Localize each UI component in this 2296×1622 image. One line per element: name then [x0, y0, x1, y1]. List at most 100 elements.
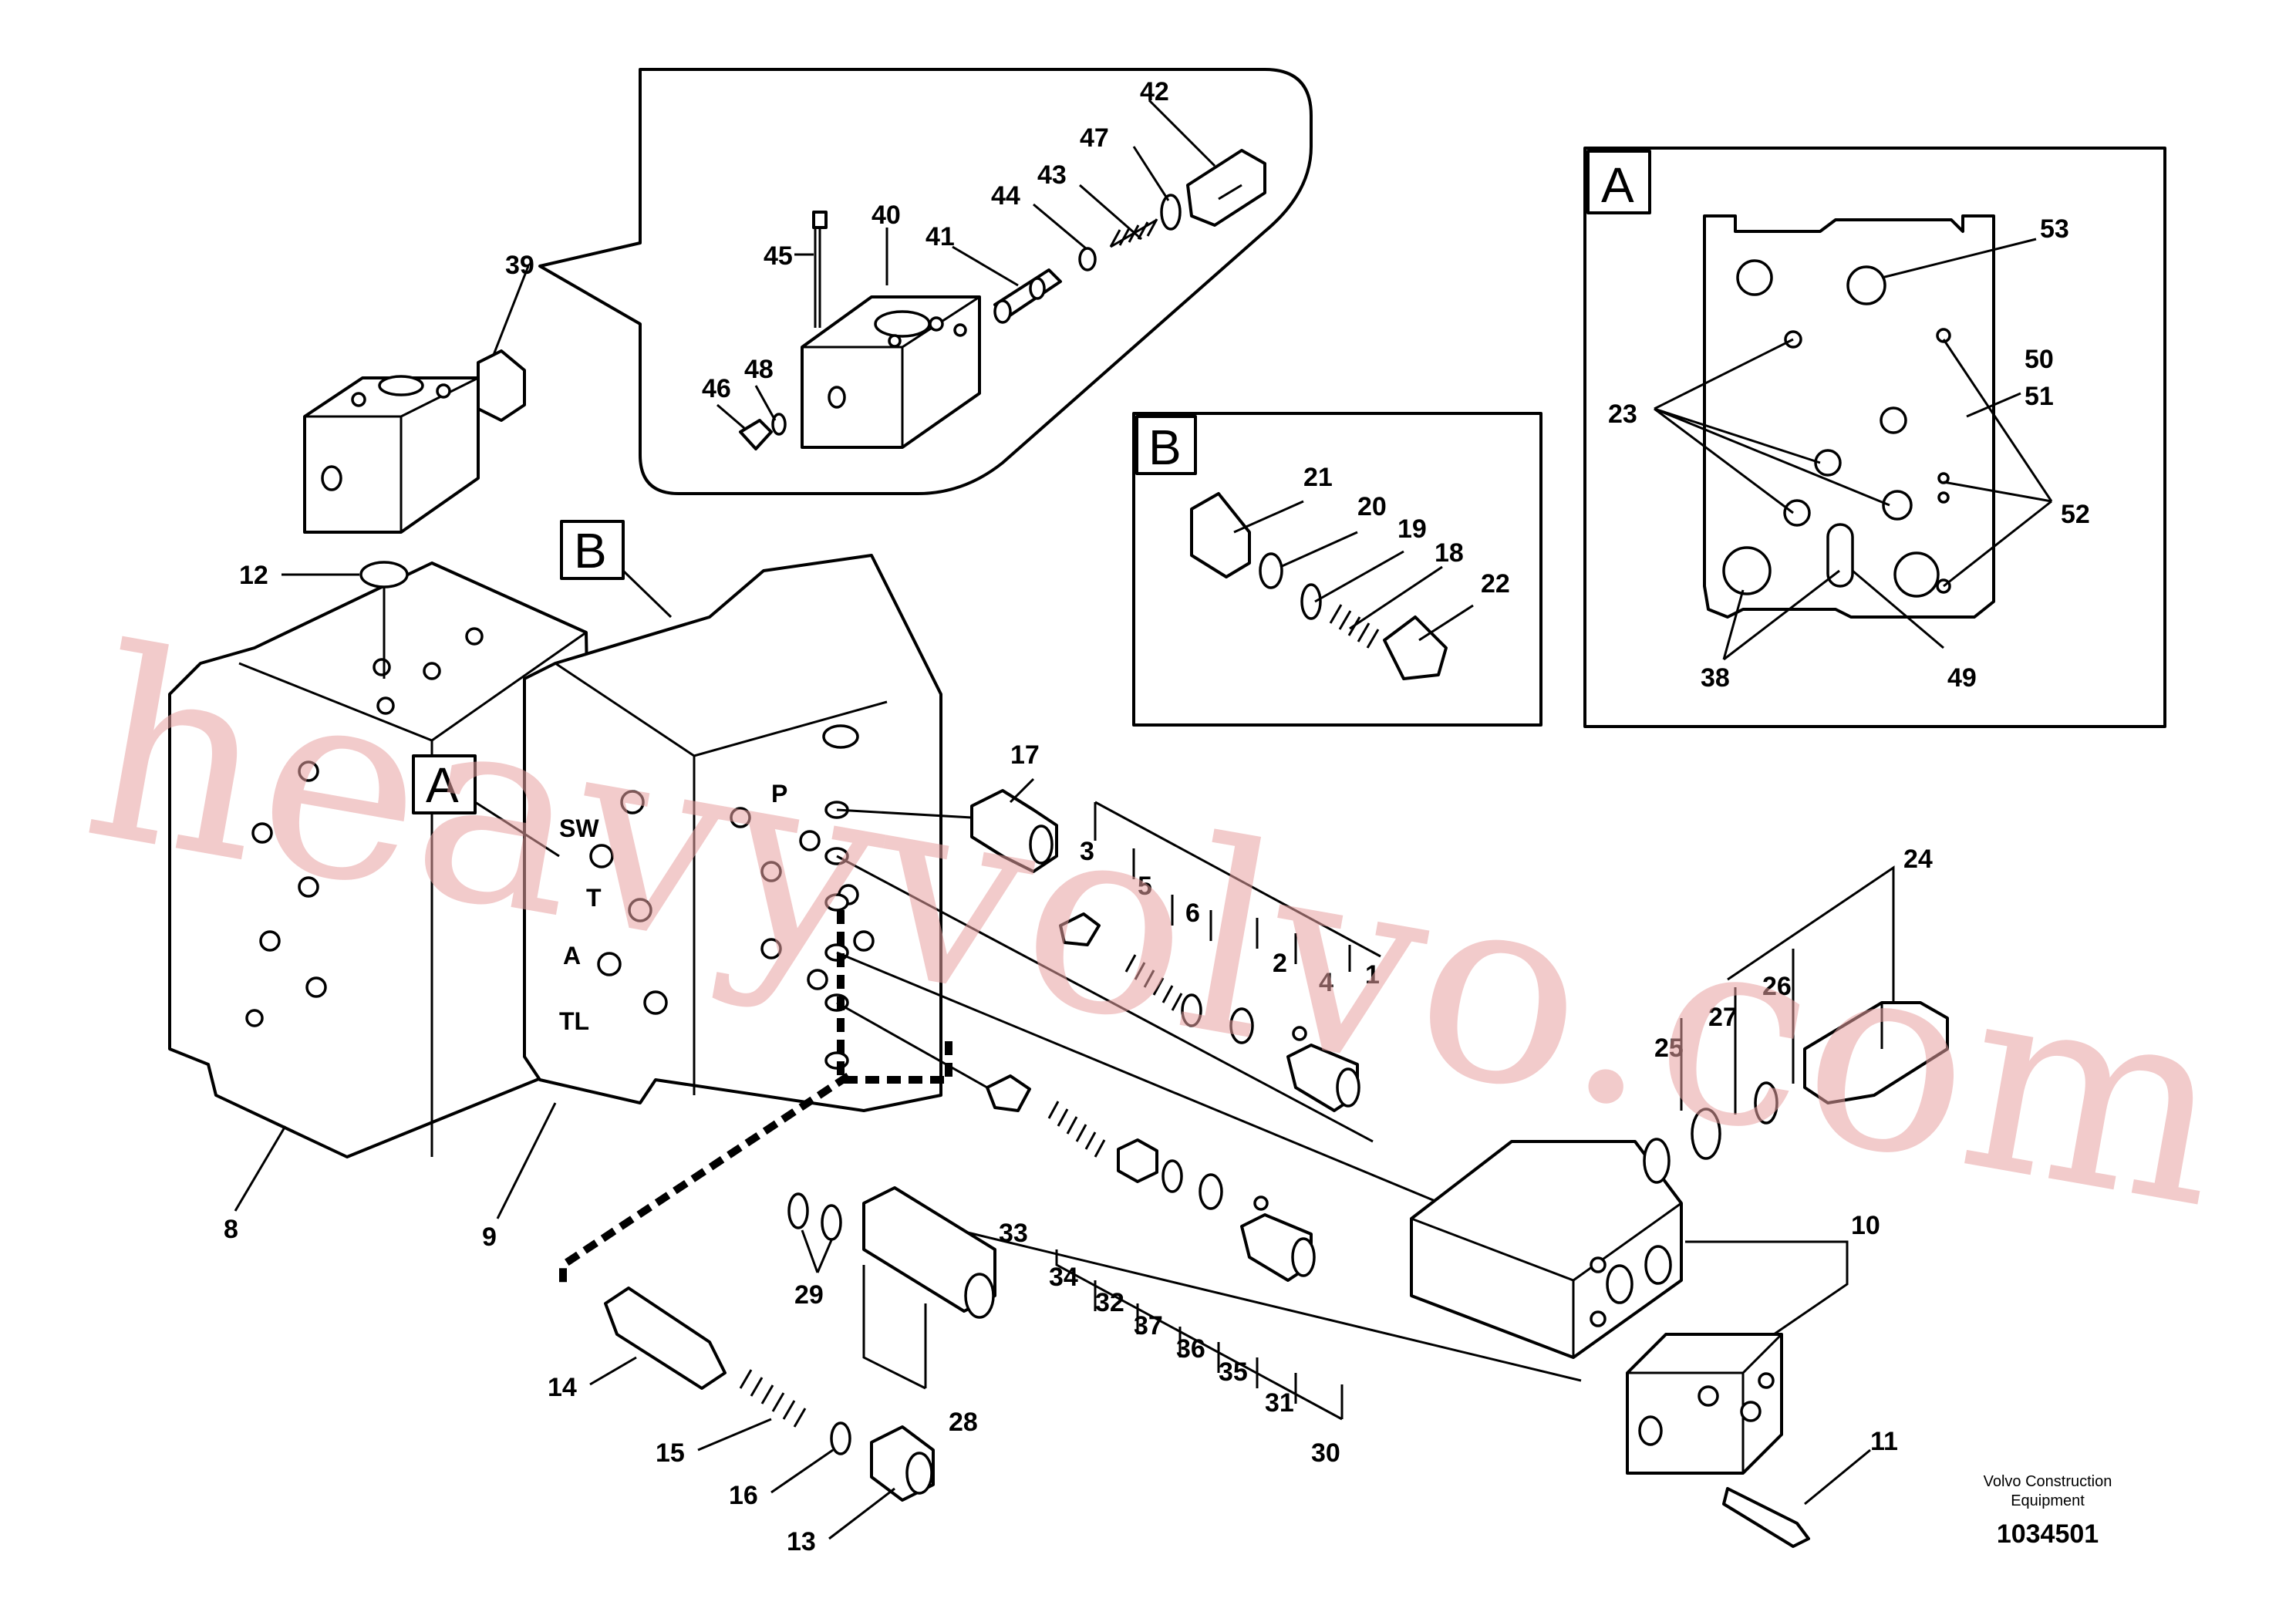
- valve-section-8: [168, 561, 595, 1158]
- callout-36: 36: [1176, 1334, 1205, 1364]
- solenoid-block: [801, 295, 981, 449]
- callout-49: 49: [1947, 663, 1977, 693]
- inset-a-marker: A: [426, 757, 459, 813]
- callout-21: 21: [1303, 463, 1333, 492]
- callout-43: 43: [1037, 160, 1067, 190]
- inset-b-marker: B: [574, 523, 607, 578]
- solenoid-cartridge: [1186, 149, 1266, 227]
- o-ring: [771, 413, 787, 436]
- callout-30: 30: [1311, 1438, 1340, 1468]
- callout-1: 1: [1365, 960, 1380, 990]
- dashed-path: [837, 910, 952, 1084]
- callout-19: 19: [1397, 514, 1427, 544]
- washer: [1259, 552, 1283, 589]
- callout-4: 4: [1319, 968, 1333, 997]
- callout-24: 24: [1903, 845, 1933, 874]
- callout-44: 44: [991, 181, 1020, 211]
- spool: [993, 268, 1062, 324]
- plug: [739, 419, 773, 450]
- callout-31: 31: [1265, 1388, 1294, 1418]
- callout-51: 51: [2025, 382, 2054, 411]
- callout-18: 18: [1435, 538, 1464, 568]
- callout-48: 48: [744, 355, 774, 384]
- callout-41: 41: [925, 222, 955, 251]
- callout-35: 35: [1219, 1357, 1248, 1387]
- callout-3: 3: [1080, 837, 1094, 866]
- callout-12: 12: [239, 561, 268, 590]
- callout-16: 16: [729, 1481, 758, 1510]
- inset-b-label: B: [1148, 420, 1182, 475]
- callout-38: 38: [1701, 663, 1730, 693]
- callout-8: 8: [224, 1215, 238, 1244]
- assembly-lines: [836, 808, 1582, 1382]
- callout-42: 42: [1140, 77, 1169, 106]
- callout-17: 17: [1010, 740, 1040, 770]
- callout-9: 9: [482, 1222, 497, 1252]
- callout-13: 13: [787, 1527, 816, 1556]
- callout-53: 53: [2040, 214, 2069, 244]
- callout-29: 29: [794, 1280, 824, 1310]
- callout-11: 11: [1870, 1427, 1898, 1456]
- dashed-path: [559, 1072, 851, 1284]
- callout-15: 15: [656, 1438, 685, 1468]
- callout-33: 33: [999, 1219, 1028, 1248]
- caption-line-1: Volvo Construction: [1984, 1473, 2112, 1490]
- callout-20: 20: [1357, 492, 1387, 521]
- callout-10: 10: [1851, 1211, 1880, 1240]
- callout-34: 34: [1049, 1263, 1078, 1292]
- seat: [1078, 247, 1097, 271]
- relief-valve-24: [1643, 1001, 1949, 1184]
- callout-32: 32: [1095, 1288, 1124, 1317]
- cover-11: [1626, 1333, 1810, 1548]
- o-ring: [1300, 583, 1322, 620]
- spool-group-31: [986, 1074, 1316, 1282]
- valve-section-9: SW P T A TL: [523, 554, 942, 1112]
- o-ring: [1160, 194, 1182, 231]
- spool-group-1: [1059, 912, 1360, 1112]
- callout-46: 46: [702, 374, 731, 403]
- callout-numbers: 42 47 43 44 40 41 45 48 46 39 21 20 19 1…: [224, 77, 2090, 1556]
- spool-group-14: [604, 1286, 935, 1502]
- plug-17: [970, 789, 1058, 873]
- solenoid-detail-inset: [538, 68, 1313, 495]
- callout-40: 40: [872, 201, 901, 230]
- port-label-t: T: [586, 884, 602, 912]
- callout-28: 28: [949, 1408, 978, 1437]
- sleeve-group-28: [787, 1186, 996, 1319]
- callout-25: 25: [1654, 1034, 1684, 1063]
- o-ring: [359, 561, 409, 588]
- port-label-a: A: [563, 942, 581, 969]
- port-label-p: P: [771, 780, 787, 808]
- plug: [1190, 492, 1251, 578]
- port-label-sw: SW: [559, 814, 599, 842]
- valve-plate-face: [1703, 214, 1995, 619]
- bolt: [812, 211, 828, 328]
- bolt: [1722, 1487, 1810, 1548]
- detail-inset-a: A: [1583, 147, 2166, 728]
- callout-39: 39: [505, 251, 534, 280]
- document-number: 1034501: [1997, 1519, 2099, 1549]
- callout-5: 5: [1138, 872, 1152, 901]
- callout-37: 37: [1134, 1311, 1163, 1340]
- callout-52: 52: [2061, 500, 2090, 529]
- leader-lines: [234, 99, 2053, 1540]
- callout-14: 14: [548, 1373, 577, 1402]
- solenoid-valve-assembly: [303, 349, 526, 534]
- callout-22: 22: [1481, 569, 1510, 599]
- detail-inset-b: B: [1132, 412, 1542, 727]
- caption-line-2: Equipment: [2011, 1492, 2085, 1509]
- callout-23: 23: [1608, 400, 1637, 429]
- inset-a-label: A: [1601, 157, 1634, 213]
- inset-b-marker-box: [560, 520, 625, 580]
- callout-2: 2: [1273, 949, 1287, 978]
- callout-45: 45: [764, 241, 793, 271]
- end-cap-10: [1410, 1140, 1683, 1359]
- callout-6: 6: [1185, 899, 1200, 928]
- inset-a-marker-box: [412, 754, 477, 814]
- callout-50: 50: [2025, 345, 2054, 374]
- callout-27: 27: [1708, 1003, 1738, 1032]
- port-label-tl: TL: [559, 1007, 589, 1035]
- callout-47: 47: [1080, 123, 1109, 153]
- callout-26: 26: [1762, 972, 1792, 1001]
